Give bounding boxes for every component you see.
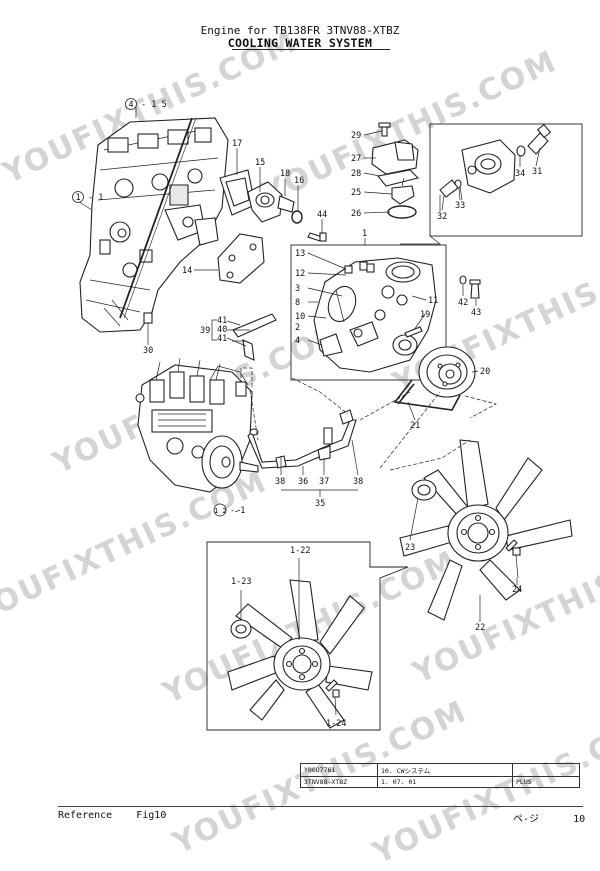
footer-page: ペ-ジ 10 xyxy=(513,810,585,825)
part-label: 18 xyxy=(280,169,290,179)
part-label: 41 xyxy=(217,316,227,326)
title-block: Y00D7761 10. CWシステム 3TNV88-XTBZ 1. 07. 0… xyxy=(300,763,580,788)
gasket-28 xyxy=(376,169,420,187)
part-label: 35 xyxy=(315,499,325,509)
part-label: 19 xyxy=(420,310,430,320)
callout-1-1: 1 - 1 xyxy=(72,191,103,203)
part-label: 10 xyxy=(295,312,305,322)
part-label: 26 xyxy=(351,209,361,219)
model-number: 3TNV88-XTBZ xyxy=(300,776,378,788)
part-label: 41 xyxy=(217,334,227,344)
callout-4-15: 4 - 1 5 xyxy=(125,98,167,110)
title-underline xyxy=(232,49,390,50)
part-labels: 17 15 18 16 44 29 27 28 25 26 34 31 33 3… xyxy=(143,131,542,729)
page-header-engine: Engine for TB138FR 3TNV88-XTBZ xyxy=(200,24,400,37)
footer-reference: Reference Fig10 xyxy=(58,810,166,821)
part-label: 14 xyxy=(182,266,192,276)
part-label: 28 xyxy=(351,169,361,179)
part-label: 34 xyxy=(515,169,525,179)
part-label: 3 xyxy=(295,284,300,294)
title-block-tag: PLUS xyxy=(512,776,580,788)
parts-diagram-page: YOUFIXTHIS.COM YOUFIXTHIS.COM YOUFIXTHIS… xyxy=(0,24,600,871)
part-label: 1-24 xyxy=(326,719,346,729)
injection-pump xyxy=(135,357,259,493)
part-label: 23 xyxy=(405,543,415,553)
part-label: 37 xyxy=(319,477,329,487)
part-label: 11 xyxy=(428,296,438,306)
part-label: 29 xyxy=(351,131,361,141)
figure-label: Fig10 xyxy=(136,810,167,821)
svg-text:1: 1 xyxy=(76,193,81,203)
water-pump-box xyxy=(290,244,447,381)
thermostat-25 xyxy=(391,185,415,205)
part-label: 33 xyxy=(455,201,465,211)
part-label: 2 xyxy=(295,323,300,333)
part-label: 27 xyxy=(351,154,361,164)
part-label: 36 xyxy=(298,477,308,487)
part-label: 43 xyxy=(471,308,481,318)
page-word: ペ-ジ xyxy=(513,814,540,825)
exploded-view-diagram: 4 - 1 5 1 - 1 1 2 - 1 17 15 18 16 44 29 … xyxy=(72,98,583,731)
part-label: 38 xyxy=(275,477,285,487)
part-label: 12 xyxy=(295,269,305,279)
part-label: 25 xyxy=(351,188,361,198)
part-label: 16 xyxy=(294,176,304,186)
part-label: 13 xyxy=(295,249,305,259)
svg-text:- 1: - 1 xyxy=(230,506,245,516)
part-label: 22 xyxy=(475,623,485,633)
cooling-fan-1-22 xyxy=(227,579,373,729)
bypass-pipe xyxy=(247,419,357,469)
drawing-number: Y00D7761 xyxy=(300,763,378,777)
v-belt-21 xyxy=(393,379,461,411)
part-label: 4 xyxy=(295,336,300,346)
part-label: 24 xyxy=(512,585,522,595)
part-label: 32 xyxy=(437,212,447,222)
svg-text:4: 4 xyxy=(129,100,134,110)
part-label: 15 xyxy=(255,158,265,168)
footer-rule xyxy=(58,806,583,807)
part-label: 1 xyxy=(362,229,367,239)
svg-text:- 1: - 1 xyxy=(88,193,103,203)
seal-26 xyxy=(387,205,417,219)
cooling-fan-22 xyxy=(399,439,573,621)
cylinder-block xyxy=(79,117,229,333)
part-label: 40 xyxy=(217,325,227,335)
part-label: 31 xyxy=(532,167,542,177)
page-number: 10 xyxy=(573,814,586,825)
gasket-14 xyxy=(217,233,265,284)
part-label: 1-22 xyxy=(290,546,310,556)
page-title: COOLING WATER SYSTEM xyxy=(227,36,373,50)
part-label: 30 xyxy=(143,346,153,356)
part-label: 44 xyxy=(317,210,327,220)
part-label: 38 xyxy=(353,477,363,487)
part-label: 8 xyxy=(295,298,300,308)
part-label: 20 xyxy=(480,367,490,377)
svg-text:1 2: 1 2 xyxy=(214,507,227,515)
svg-text:- 1 5: - 1 5 xyxy=(141,100,167,110)
part-label: 1-23 xyxy=(231,577,251,587)
part-label: 42 xyxy=(458,298,468,308)
group-name: 10. CWシステム xyxy=(377,763,513,777)
part-label: 17 xyxy=(232,139,242,149)
revision-date: 1. 07. 01 xyxy=(377,776,513,788)
part-label: 21 xyxy=(410,421,420,431)
callout-12-1: 1 2 - 1 xyxy=(213,503,245,517)
inset-box-thermostat xyxy=(429,123,583,237)
drain-plug xyxy=(143,312,153,324)
inset-box-fan xyxy=(206,541,409,731)
reference-label: Reference xyxy=(58,810,113,821)
part-label: 39 xyxy=(200,326,210,336)
title-block-cell xyxy=(512,763,580,777)
leader-lines xyxy=(75,103,541,716)
